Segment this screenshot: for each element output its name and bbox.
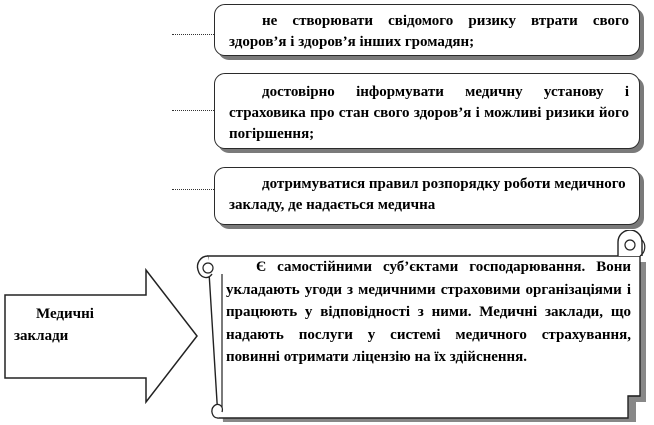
- duty-box: дотримуватися правил розпорядку роботи м…: [214, 167, 640, 225]
- arrow-label-line1: Медичні: [36, 306, 94, 322]
- duty-box: не створювати свідомого ризику втрати св…: [214, 4, 640, 56]
- connector-line: [172, 189, 214, 190]
- scroll-text: Є самостійними суб’єктами господарювання…: [226, 259, 631, 365]
- scroll-shape: [196, 230, 646, 422]
- duty-text: не створювати свідомого ризику втрати св…: [229, 13, 629, 50]
- duty-box: достовірно інформувати медичну установу …: [214, 73, 640, 149]
- duty-text: дотримуватися правил розпорядку роботи м…: [229, 176, 626, 213]
- connector-line: [172, 34, 214, 35]
- connector-line: [172, 110, 214, 111]
- duty-text: достовірно інформувати медичну установу …: [229, 84, 629, 142]
- arrow-label-line2: заклади: [14, 328, 69, 344]
- arrow-label: Медичні заклади: [14, 303, 134, 347]
- arrow-shape: [4, 268, 198, 404]
